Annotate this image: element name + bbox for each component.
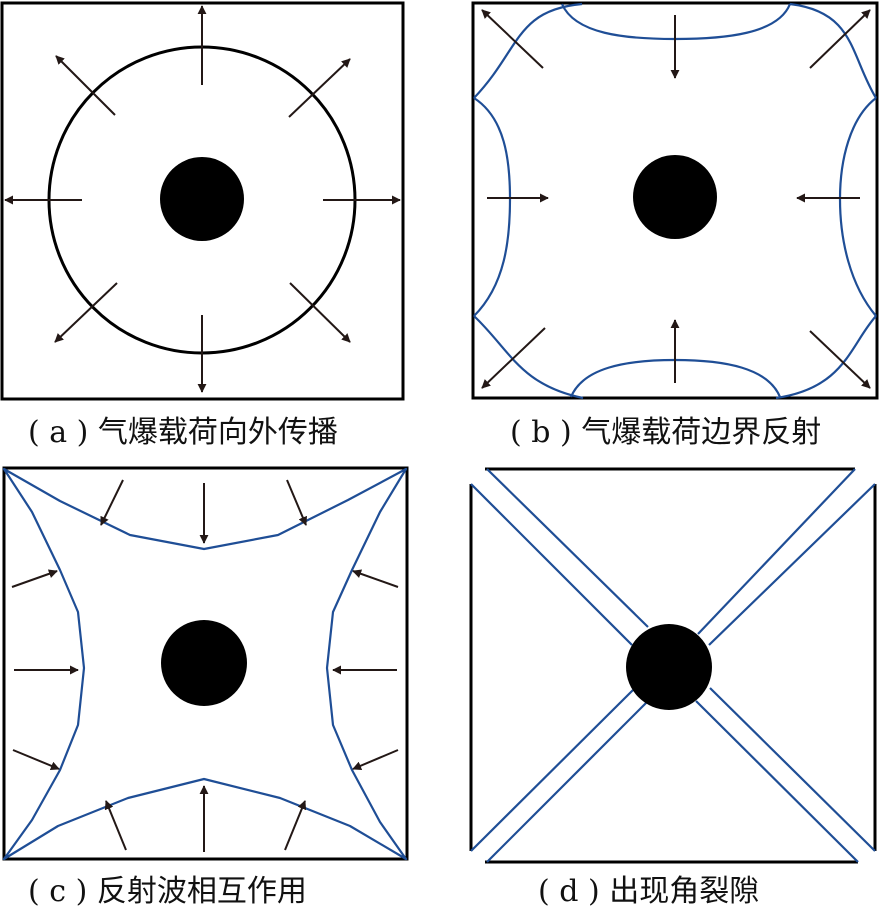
arrow-b-downleft: [481, 327, 546, 389]
panel-c: [2, 466, 409, 861]
arrow-a-upleft: [55, 55, 116, 116]
panel-d-frame: [469, 467, 877, 864]
panel-a-arrows: [4, 5, 401, 393]
crack-d-downright-2: [695, 700, 859, 863]
panel-b-frame: [471, 1, 879, 400]
panel-d-corner-cracks: [470, 468, 876, 863]
crack-d-upleft-2: [470, 483, 633, 646]
crack-d-downleft-1: [470, 689, 634, 852]
arrow-c-bottom-1: [104, 800, 127, 851]
crack-d-upright-2: [708, 483, 876, 646]
arrow-b-downright: [809, 330, 871, 389]
panel-b-caption: ( b ) 气爆载荷边界反射: [510, 415, 822, 450]
panel-b: [471, 1, 879, 400]
arrow-c-right-1: [352, 569, 399, 588]
panel-c-interacting-waves: [2, 467, 408, 861]
wave-b-corners: [473, 2, 877, 400]
crack-d-upright-1: [697, 468, 856, 635]
panel-c-caption: ( c ) 反射波相互作用: [28, 874, 307, 909]
arrow-c-top-1: [100, 479, 124, 526]
panel-d-charge: [626, 624, 712, 710]
wave-b-left: [473, 97, 512, 317]
arrow-c-bottom-3: [284, 800, 307, 851]
panel-a-frame: [0, 1, 405, 401]
panel-d-caption: ( d ) 出现角裂隙: [538, 874, 760, 909]
arrow-a-downleft: [54, 282, 118, 343]
panel-c-charge: [161, 620, 247, 706]
crack-d-downleft-2: [486, 700, 649, 863]
panel-d: [469, 467, 877, 864]
crack-d-downright-1: [709, 687, 876, 852]
arrow-c-left-1: [11, 569, 58, 588]
arrow-b-upleft: [481, 9, 544, 69]
panel-b-charge: [633, 155, 717, 239]
crack-d-upleft-1: [486, 468, 649, 628]
arrow-a-upright: [288, 58, 351, 118]
arrow-b-upright: [809, 9, 871, 69]
arrow-c-left-3: [12, 749, 60, 771]
arrow-c-top-3: [286, 479, 307, 526]
arrow-c-right-3: [352, 749, 399, 770]
panel-a-caption: ( a ) 气爆载荷向外传播: [28, 415, 338, 450]
panel-a-charge: [160, 157, 244, 241]
wave-b-right: [838, 97, 877, 317]
arrow-a-downright: [289, 282, 351, 343]
panel-b-arrows: [481, 9, 871, 389]
panel-c-frame: [2, 466, 409, 861]
panel-c-arrows: [11, 479, 399, 852]
panel-a: [0, 1, 405, 401]
